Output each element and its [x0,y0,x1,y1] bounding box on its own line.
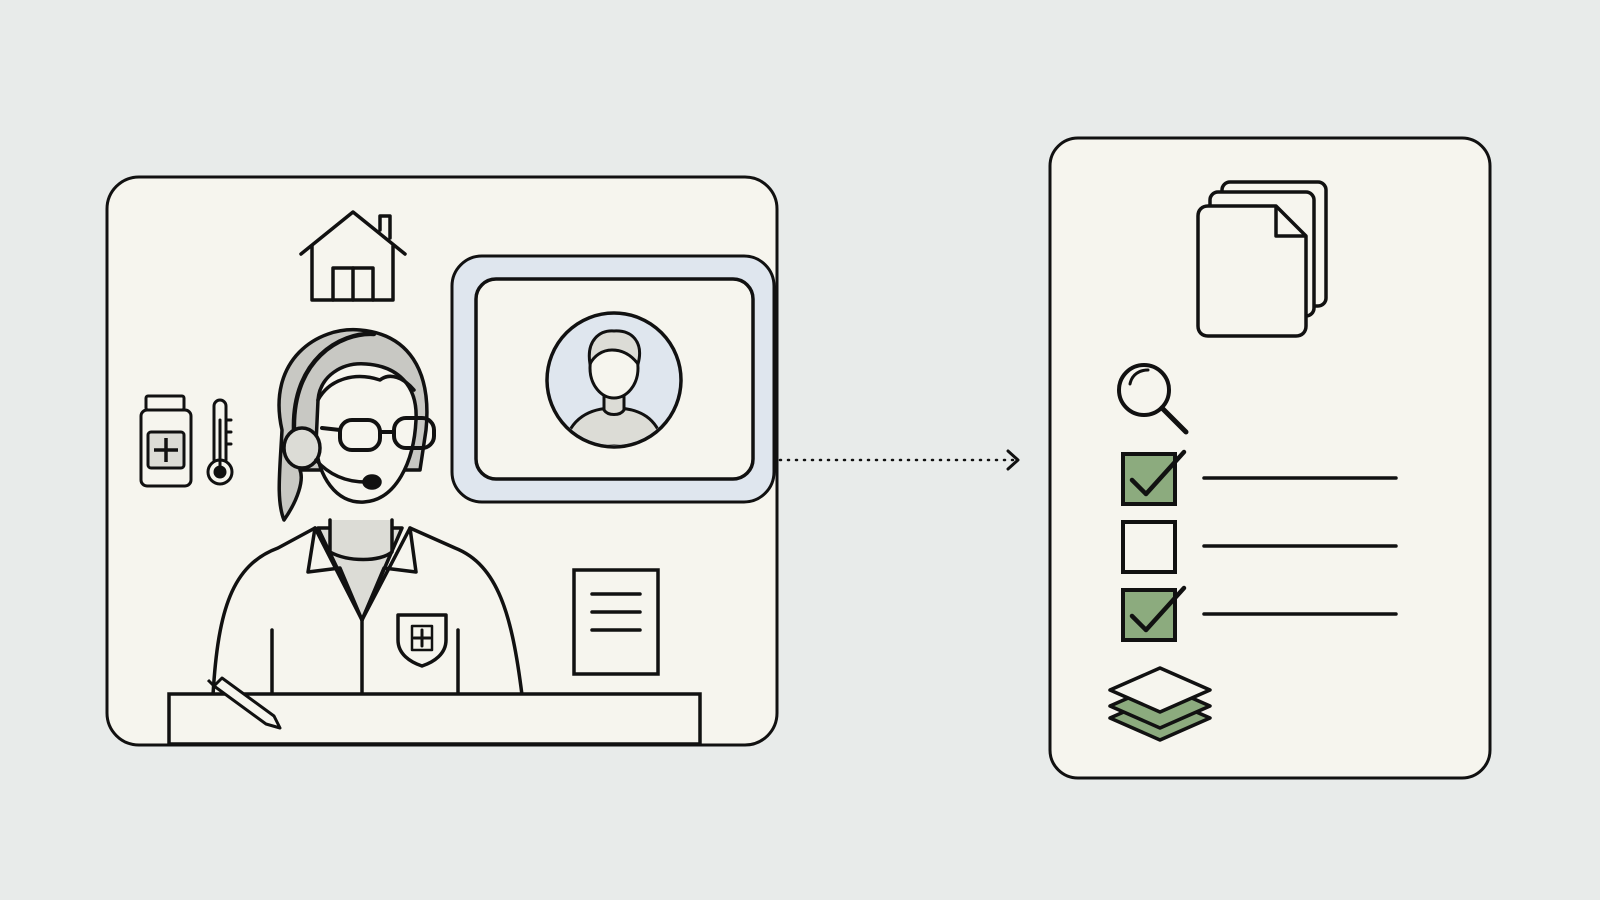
checklist-item [1121,585,1398,642]
medicine-bottle-icon [139,394,193,488]
checklist [1121,449,1398,642]
video-call-window [450,254,776,504]
pen-icon [206,676,282,730]
checkbox-unchecked [1121,520,1177,574]
checkmark-icon [1129,449,1187,497]
layers-icon [1108,666,1212,742]
right-panel [1048,136,1492,780]
stacked-documents-icon [1196,180,1328,338]
dotted-arrow-connector [778,449,1020,471]
checkmark-icon [1129,585,1187,633]
checklist-item [1121,449,1398,506]
magnifier-icon [1117,363,1189,435]
nurse-with-headset [211,327,524,697]
checkbox-checked [1121,588,1177,642]
patient-avatar-icon [545,311,683,449]
thermometer-icon [206,398,234,486]
checklist-item [1121,520,1398,574]
document-icon [572,568,660,676]
left-panel [105,175,779,747]
house-icon [299,210,407,302]
